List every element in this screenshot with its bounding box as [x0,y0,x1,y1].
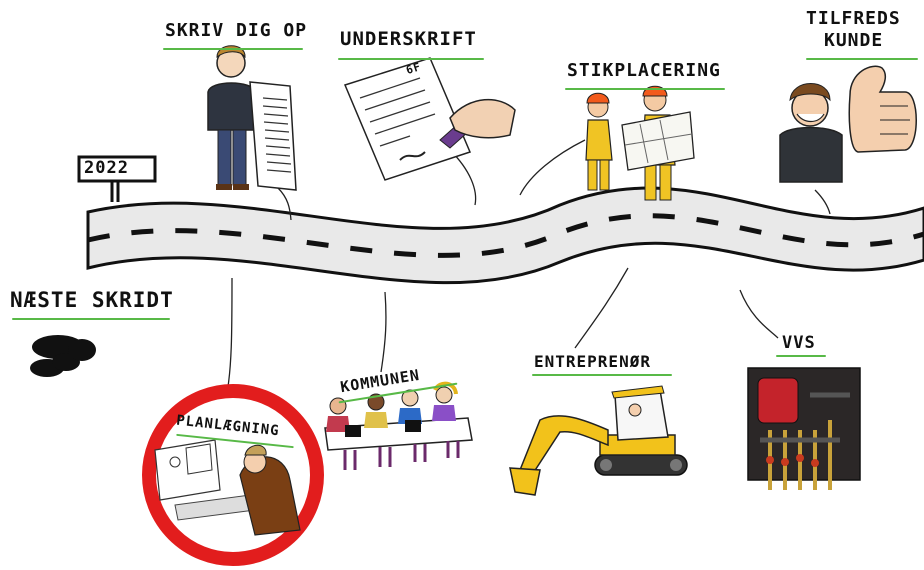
excavator-illustration [509,385,688,496]
signing-document-illustration [343,57,516,181]
municipality-meeting-illustration [324,381,473,470]
milestone-underline [806,58,918,60]
milestone-label-kunde: KUNDE [824,30,884,51]
workers-with-plan-illustration [585,85,695,201]
milestone-label-stikplacering: STIKPLACERING [567,60,721,81]
milestone-label-vvs: VVS [782,333,816,353]
milestone-underline [163,48,303,50]
man-with-list-illustration [207,45,297,191]
plumbing-illustration [747,367,861,490]
milestone-label-skriv-dig-op: SKRIV DIG OP [165,20,308,41]
milestone-underline [565,88,725,90]
footprints-icon [30,335,96,377]
milestone-underline [532,374,672,376]
road [86,186,924,285]
milestone-label-entreprenor: ENTREPRENØR [534,352,651,371]
next-steps-underline [12,318,170,320]
next-steps-title: NÆSTE SKRIDT [10,288,174,312]
milestone-underline [338,58,484,60]
year-label: 2022 [84,158,129,178]
year-sign [77,155,157,202]
happy-customer-illustration [779,65,917,183]
milestone-underline [776,355,826,357]
planning-illustration [142,384,324,566]
milestone-label-tilfreds: TILFREDS [806,8,901,29]
milestone-label-underskrift: UNDERSKRIFT [340,28,477,50]
